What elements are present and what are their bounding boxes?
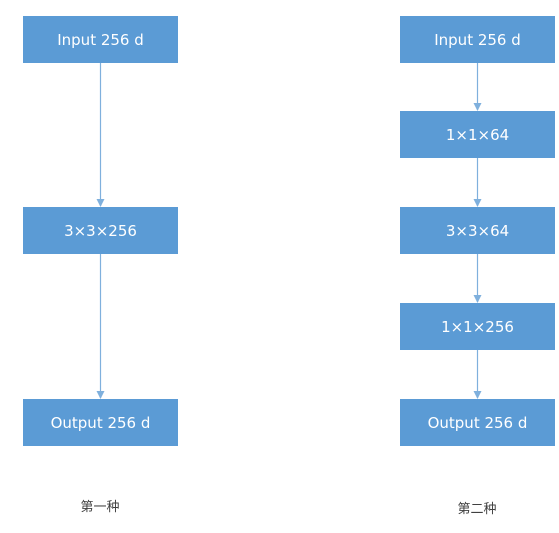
- left-input-node: Input 256 d: [23, 16, 178, 63]
- right-conv-1x1x256-node: 1×1×256: [400, 303, 555, 350]
- left-output-node: Output 256 d: [23, 399, 178, 446]
- left-conv-3x3x256-node: 3×3×256: [23, 207, 178, 254]
- right-output-node: Output 256 d: [400, 399, 555, 446]
- right-conv-3x3x64-node: 3×3×64: [400, 207, 555, 254]
- right-input-node: Input 256 d: [400, 16, 555, 63]
- right-caption: 第二种: [457, 502, 497, 517]
- right-conv-1x1x64-node: 1×1×64: [400, 111, 555, 158]
- left-caption: 第一种: [80, 500, 120, 515]
